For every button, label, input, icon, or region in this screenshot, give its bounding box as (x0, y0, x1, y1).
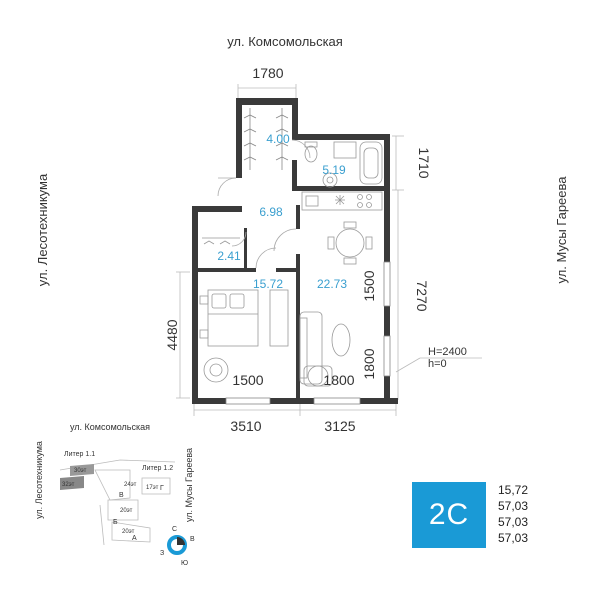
compass-east: В (190, 536, 195, 543)
compass-icon: С В Ю З (160, 526, 195, 567)
ceiling-level: h=0 (428, 358, 447, 370)
dim-right-inner-lower: 1800 (361, 348, 377, 379)
site-section-4: А (132, 535, 137, 542)
living-furniture (299, 311, 351, 387)
site-floor-2: 32эт (62, 482, 75, 488)
room-area-wardrobe: 4.00 (266, 132, 290, 146)
street-west-label: ул. Лесотехникума (35, 173, 50, 286)
site-floor-4: 17эт (146, 485, 159, 491)
site-section-2: Г (160, 485, 164, 492)
dim-bottom-right: 3125 (324, 418, 355, 434)
site-floor-3: 24эт (124, 482, 137, 488)
dim-top: 1780 (252, 65, 283, 81)
area-value: 57,03 (498, 515, 529, 529)
site-plan: ул. Комсомольская ул. Лесотехникума ул. … (34, 422, 195, 567)
apartment-type-badge: 2С (412, 482, 486, 548)
area-value: 15,72 (498, 483, 529, 497)
site-section-3: Б (113, 519, 118, 526)
room-areas: 4.00 5.19 6.98 2.41 15.72 22.73 (217, 132, 347, 291)
area-value: 57,03 (498, 531, 529, 545)
dimension-labels: 1780 1710 7270 4480 3510 3125 1500 1800 … (164, 65, 432, 434)
site-liter-1: Литер 1.1 (64, 451, 95, 458)
dim-window-right: 1800 (323, 372, 354, 388)
dimension-lines (176, 84, 482, 416)
site-street-west: ул. Лесотехникума (34, 441, 44, 519)
room-area-closet: 2.41 (217, 249, 241, 263)
site-street-north: ул. Комсомольская (70, 422, 150, 432)
compass-west: З (160, 550, 164, 557)
dim-right-inner-upper: 1500 (361, 270, 377, 301)
site-street-east: ул. Мусы Гареева (184, 448, 194, 522)
wardrobe-hangers (243, 108, 289, 170)
dim-bottom-left: 3510 (230, 418, 261, 434)
windows (225, 261, 391, 405)
room-area-hall: 6.98 (259, 205, 283, 219)
room-area-bathroom: 5.19 (322, 163, 346, 177)
bathroom-fixtures (304, 141, 383, 188)
site-liter-2: Литер 1.2 (142, 465, 173, 472)
bedroom-furniture (199, 289, 289, 383)
street-east-label: ул. Мусы Гареева (554, 176, 569, 284)
dim-right-total: 7270 (414, 280, 430, 311)
closet-shelves (202, 237, 240, 245)
ceiling-height: H=2400 (428, 346, 467, 358)
compass-north: С (172, 526, 177, 533)
site-floor-5: 20эт (120, 508, 133, 514)
kitchen-fixtures (301, 191, 383, 265)
area-value: 57,03 (498, 499, 529, 513)
doors (217, 139, 311, 269)
apartment-areas: 15,72 57,03 57,03 57,03 (498, 482, 578, 546)
compass-south: Ю (181, 560, 188, 567)
street-north-label: ул. Комсомольская (227, 34, 343, 49)
dim-bath-right: 1710 (416, 147, 432, 178)
ceiling-note: H=2400 h=0 (428, 346, 467, 370)
room-area-bedroom: 15.72 (253, 277, 283, 291)
room-area-kitchen-living: 22.73 (317, 277, 347, 291)
site-section-1: В (119, 492, 124, 499)
site-floor-6: 20эт (122, 529, 135, 535)
dim-left-total: 4480 (164, 319, 180, 350)
apartment-type: 2С (428, 498, 470, 531)
site-floor-1: 30эт (74, 468, 87, 474)
dim-window-left: 1500 (232, 372, 263, 388)
